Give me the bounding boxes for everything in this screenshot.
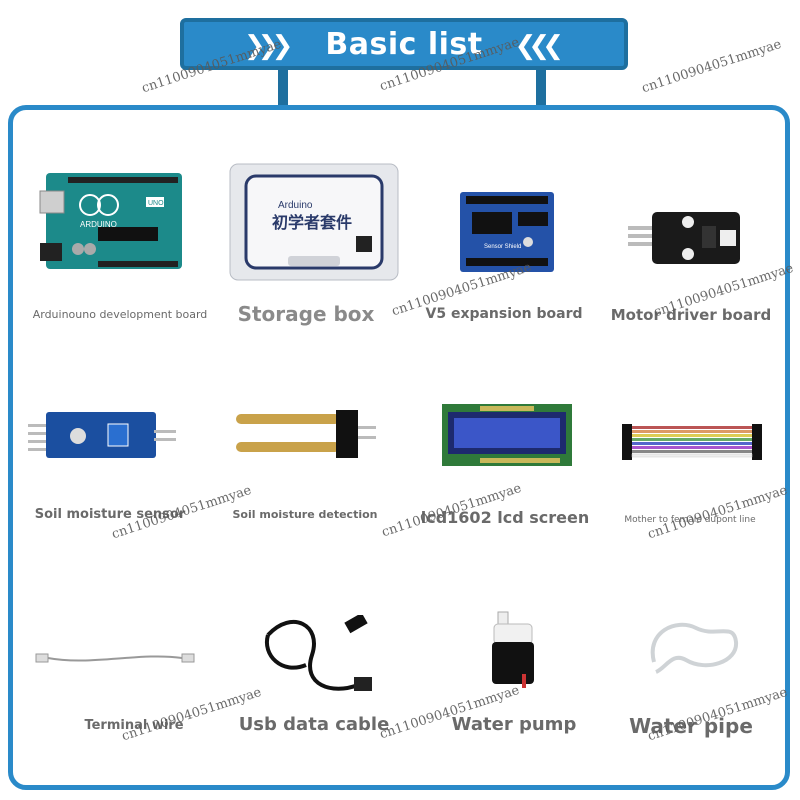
item-label: Soil moisture detection xyxy=(232,508,378,521)
item-label: Arduinouno development board xyxy=(32,308,208,321)
list-item-dupont-line xyxy=(622,418,762,466)
list-item-v5-expansion-board: Sensor Shield xyxy=(458,188,558,278)
list-item-motor-driver-board xyxy=(628,208,748,268)
v5-expansion-board-image: Sensor Shield xyxy=(460,192,554,272)
list-item-usb-cable xyxy=(262,612,374,705)
item-label: lcd1602 lcd screen xyxy=(420,508,590,527)
list-item-lcd1602 xyxy=(440,402,574,468)
header-connector-left xyxy=(278,68,288,108)
list-item-storage-box: Arduino 初学者套件 xyxy=(228,160,408,290)
list-item-water-pipe xyxy=(646,612,742,680)
arduino-uno-board-image: ARDUINO UNO xyxy=(39,173,182,269)
svg-text:ARDUINO: ARDUINO xyxy=(80,220,117,229)
item-label: V5 expansion board xyxy=(425,306,583,322)
item-label: Motor driver board xyxy=(610,306,772,324)
list-item-soil-moisture-detection xyxy=(232,408,382,463)
item-label: Mother to female dupont line xyxy=(624,515,756,525)
chevrons-right-icon: ❯❯❯ xyxy=(244,31,293,61)
page-title: Basic list xyxy=(325,26,483,62)
lcd1602-screen-image xyxy=(442,404,572,466)
usb-cable-image xyxy=(264,612,372,691)
water-pump-image xyxy=(492,611,534,688)
watermark-text: cn1100904051mmyae xyxy=(640,36,784,97)
soil-moisture-sensor-image xyxy=(28,412,176,458)
item-label: Usb data cable xyxy=(238,714,390,735)
dupont-line-image xyxy=(622,424,762,460)
item-label: Terminal wire xyxy=(84,718,184,733)
storage-box-image: Arduino 初学者套件 xyxy=(229,163,399,281)
motor-driver-board-image xyxy=(628,212,740,264)
list-item-water-pump xyxy=(488,610,538,690)
chevrons-left-icon: ❮❮❮ xyxy=(514,31,564,61)
list-item-soil-moisture-sensor xyxy=(28,408,178,463)
item-label: Water pump xyxy=(451,714,577,735)
item-label: Storage box xyxy=(237,302,375,326)
item-label: Water pipe xyxy=(629,714,753,738)
box-title-text: 初学者套件 xyxy=(272,213,352,232)
box-brand-text: Arduino xyxy=(278,200,313,211)
header-banner: ❯❯❯ Basic list ❮❮❮ xyxy=(180,18,628,70)
list-item-arduino-uno: ARDUINO UNO xyxy=(30,165,210,295)
header-connector-right xyxy=(536,68,546,108)
item-label: Soil moisture sensor xyxy=(34,507,186,522)
water-pipe-image xyxy=(650,622,738,674)
list-item-terminal-wire xyxy=(30,648,200,672)
soil-moisture-probe-image xyxy=(236,410,376,458)
svg-text:Sensor Shield: Sensor Shield xyxy=(484,244,521,250)
svg-text:UNO: UNO xyxy=(148,200,164,207)
terminal-wire-image xyxy=(35,653,195,663)
